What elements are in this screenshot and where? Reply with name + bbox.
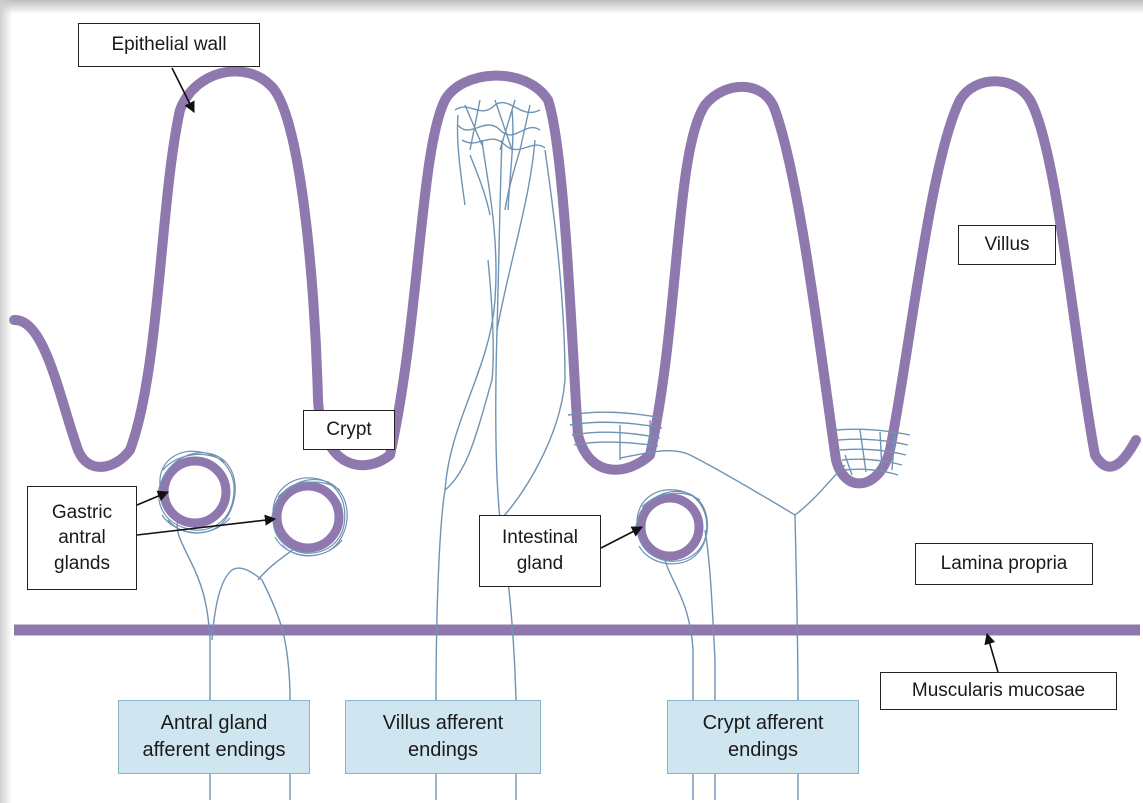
label-epithelial-wall: Epithelial wall [78, 23, 260, 67]
label-muscularis-mucosae: Muscularis mucosae [880, 672, 1117, 710]
epithelial-wall-line [14, 71, 1136, 483]
label-villus: Villus [958, 225, 1056, 265]
label-crypt: Crypt [303, 410, 395, 450]
villus-afferent-network [436, 100, 565, 800]
frame-shadow-top [0, 0, 1143, 14]
label-gastric-antral-glands: Gastric antral glands [27, 486, 137, 590]
gastric-antral-gland-right [271, 478, 347, 556]
label-crypt-afferent-endings: Crypt afferent endings [667, 700, 859, 774]
intestinal-gland [635, 490, 707, 564]
frame-shadow-left [0, 0, 12, 803]
gastric-antral-gland-left [158, 451, 235, 533]
arrow-intestinal-gland [601, 527, 642, 548]
label-antral-gland-afferent-endings: Antral gland afferent endings [118, 700, 310, 774]
label-lamina-propria: Lamina propria [915, 543, 1093, 585]
arrow-muscularis-mucosae [987, 634, 998, 672]
label-villus-afferent-endings: Villus afferent endings [345, 700, 541, 774]
label-intestinal-gland: Intestinal gland [479, 515, 601, 587]
